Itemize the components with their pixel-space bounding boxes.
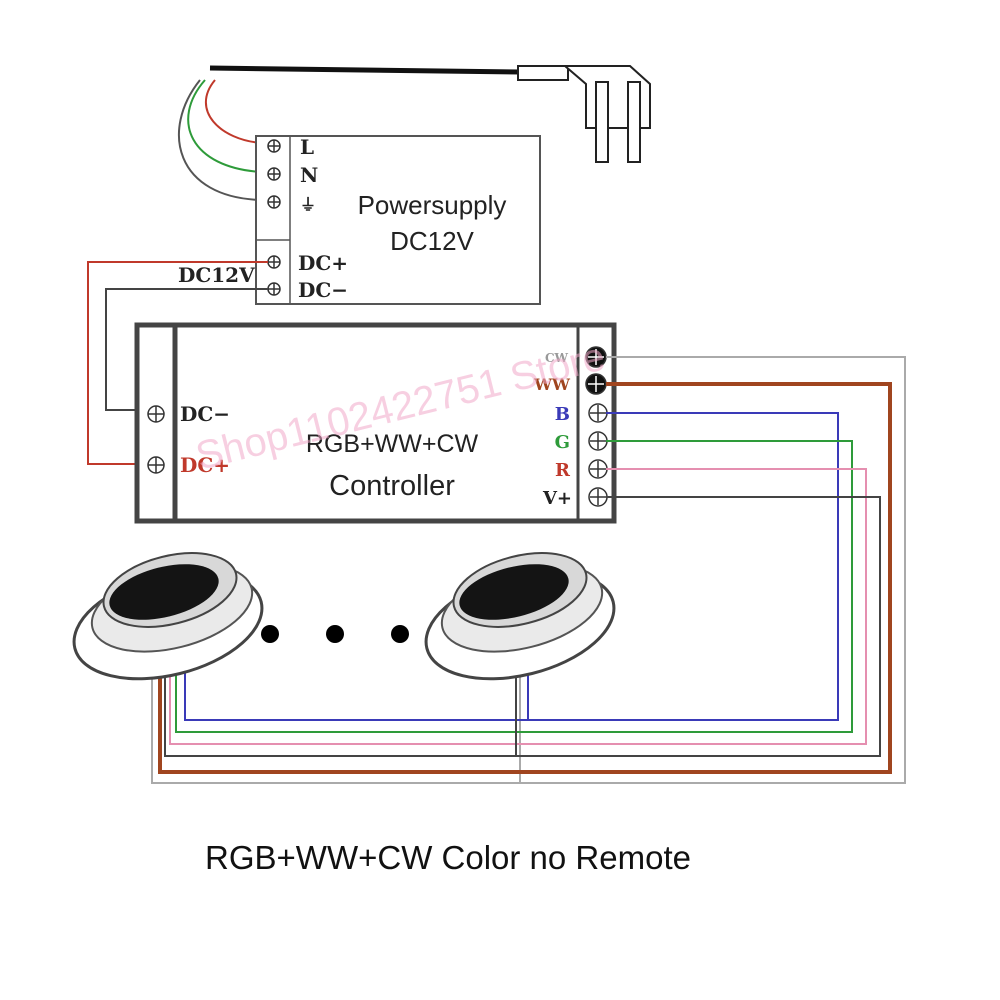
psu-voltage: DC12V [390,226,474,256]
psu-label-ground: ⏚ [300,195,316,214]
controller-label-cw: CW [545,351,569,365]
psu-label-n: N [300,163,318,187]
controller-label-g: G [555,432,570,453]
diagram-caption: RGB+WW+CW Color no Remote [205,839,691,876]
controller-label-ww: WW [533,375,571,394]
psu-label-l: L [300,135,314,159]
power-supply: L N ⏚ DC+ DC− Powersupply DC12V [255,135,541,305]
controller-label-dc-plus: DC+ [180,453,230,477]
psu-label-dc-minus: DC− [298,278,348,302]
lamp-1-icon [72,552,264,681]
controller-label-vplus: V+ [542,488,572,509]
controller: DC− DC+ CW WW B G R V+ RGB+WW+CW Control… [134,322,617,524]
psu-label-dc-plus: DC+ [298,251,348,275]
mains-plug-icon [517,65,651,163]
controller-subtitle: Controller [329,470,455,502]
mains-cable [177,65,521,201]
controller-label-dc-minus: DC− [180,402,230,426]
lamp-2-icon [424,552,616,681]
controller-input-screws [147,405,165,474]
controller-title: RGB+WW+CW [306,430,479,458]
output-wires [151,356,906,784]
more-lamps-ellipsis-icon [261,625,409,643]
dc-wires [87,261,268,465]
controller-label-b: B [555,404,570,425]
controller-label-r: R [555,460,571,481]
dc12v-label: DC12V [178,263,255,287]
psu-title: Powersupply [358,190,507,220]
